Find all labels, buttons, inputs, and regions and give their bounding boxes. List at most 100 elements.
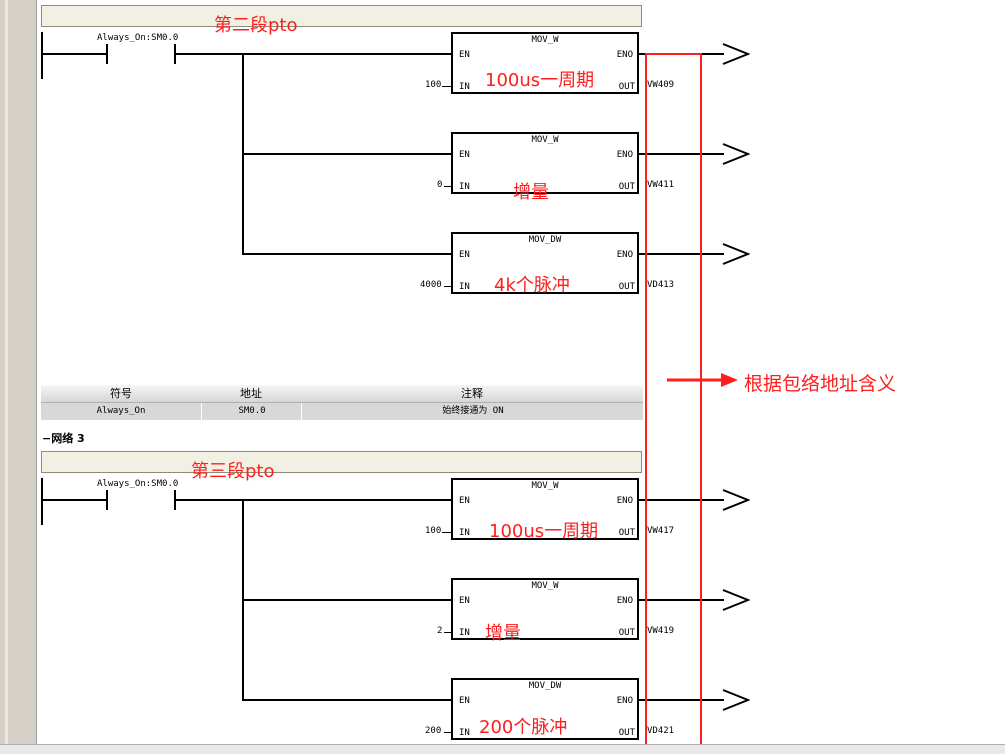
n2-block1-in-value[interactable]: 100 xyxy=(425,80,442,90)
collapse-toggle-icon[interactable]: − xyxy=(42,432,52,445)
n2-block1-out-value[interactable]: VW409 xyxy=(647,80,675,90)
n2-mov-w-block-2[interactable]: MOV_W EN IN ENO OUT xyxy=(451,132,639,194)
n3-output-arrow-icon xyxy=(722,689,750,711)
n2-contact-label: Always_On:SM0.0 xyxy=(97,33,179,43)
n3-in-stub xyxy=(444,732,451,733)
gutter-strip xyxy=(5,0,8,753)
en-pin: EN xyxy=(459,150,470,160)
in-pin: IN xyxy=(459,528,470,538)
network3-title: 网络 3 xyxy=(51,432,85,445)
in-pin: IN xyxy=(459,728,470,738)
block-title: MOV_DW xyxy=(528,235,562,245)
n3-wire xyxy=(242,599,451,601)
n2-block3-annotation: 4k个脉冲 xyxy=(494,275,570,296)
annotation-arrow-icon xyxy=(667,373,738,387)
out-pin: OUT xyxy=(618,82,635,92)
n2-block3-out-value[interactable]: VD413 xyxy=(647,280,675,290)
n2-block2-in-value[interactable]: 0 xyxy=(437,180,443,190)
header-symbol: 符号 xyxy=(110,387,132,400)
n3-wire xyxy=(41,499,108,501)
n3-block2-annotation: 增量 xyxy=(485,623,521,644)
n3-mov-dw-block-3[interactable]: MOV_DW EN IN ENO OUT xyxy=(451,678,639,740)
out-pin: OUT xyxy=(618,282,635,292)
n3-eno-wire xyxy=(639,499,724,501)
n3-block2-out-value[interactable]: VW419 xyxy=(647,626,675,636)
en-pin: EN xyxy=(459,250,470,260)
n2-wire xyxy=(41,53,108,55)
n3-in-stub xyxy=(442,532,451,533)
n2-contact-right[interactable] xyxy=(174,44,176,64)
n3-in-stub xyxy=(444,632,451,633)
en-pin: EN xyxy=(459,696,470,706)
symbol-table: 符号 地址 注释 Always_On SM0.0 始终接通为 ON xyxy=(41,385,643,421)
row-address: SM0.0 xyxy=(201,403,302,420)
symbol-table-header: 符号 地址 注释 xyxy=(41,385,643,403)
highlight-rectangle xyxy=(645,53,702,747)
n3-contact-left[interactable] xyxy=(106,490,108,510)
block-title: MOV_DW xyxy=(528,681,562,691)
en-pin: EN xyxy=(459,596,470,606)
eno-pin: ENO xyxy=(616,596,633,606)
eno-pin: ENO xyxy=(616,696,633,706)
eno-pin: ENO xyxy=(616,496,633,506)
en-pin: EN xyxy=(459,50,470,60)
n2-mov-dw-block-3[interactable]: MOV_DW EN IN ENO OUT xyxy=(451,232,639,294)
n3-mov-w-block-2[interactable]: MOV_W EN IN ENO OUT xyxy=(451,578,639,640)
n2-in-stub xyxy=(444,286,451,287)
n3-eno-wire xyxy=(639,599,724,601)
network3-annotation-title: 第三段pto xyxy=(191,461,275,482)
n3-block1-in-value[interactable]: 100 xyxy=(425,526,442,536)
n3-output-arrow-icon xyxy=(722,589,750,611)
n3-block1-annotation: 100us一周期 xyxy=(489,521,599,542)
n3-mov-w-block-1[interactable]: MOV_W EN IN ENO OUT xyxy=(451,478,639,540)
eno-pin: ENO xyxy=(616,50,633,60)
symbol-table-row[interactable]: Always_On SM0.0 始终接通为 ON xyxy=(41,403,643,420)
network2-comment-box[interactable] xyxy=(41,5,642,27)
n2-block3-in-value[interactable]: 4000 xyxy=(420,280,442,290)
n3-output-arrow-icon xyxy=(722,489,750,511)
out-pin: OUT xyxy=(618,628,635,638)
n3-block1-out-value[interactable]: VW417 xyxy=(647,526,675,536)
in-pin: IN xyxy=(459,82,470,92)
n2-eno-wire xyxy=(639,153,724,155)
en-pin: EN xyxy=(459,496,470,506)
header-comment: 注释 xyxy=(461,387,483,400)
n2-mov-w-block-1[interactable]: MOV_W EN IN ENO OUT xyxy=(451,32,639,94)
n2-contact-left[interactable] xyxy=(106,44,108,64)
n3-contact-right[interactable] xyxy=(174,490,176,510)
n2-wire xyxy=(242,253,451,255)
block-title: MOV_W xyxy=(531,35,559,45)
block-title: MOV_W xyxy=(531,581,559,591)
left-gutter xyxy=(0,0,37,753)
n3-wire xyxy=(176,499,451,501)
horizontal-scrollbar[interactable] xyxy=(0,744,1005,754)
side-annotation: 根据包络地址含义 xyxy=(744,373,897,395)
n3-block3-out-value[interactable]: VD421 xyxy=(647,726,675,736)
n2-in-stub xyxy=(442,86,451,87)
block-title: MOV_W xyxy=(531,135,559,145)
header-address: 地址 xyxy=(240,387,262,400)
n3-block3-in-value[interactable]: 200 xyxy=(425,726,442,736)
row-comment: 始终接通为 ON xyxy=(301,403,644,420)
network3-comment-box[interactable] xyxy=(41,451,642,473)
n3-power-rail xyxy=(41,478,43,525)
n3-block2-in-value[interactable]: 2 xyxy=(437,626,443,636)
network2-annotation-title: 第二段pto xyxy=(214,15,298,36)
n3-eno-wire xyxy=(639,699,724,701)
block-title: MOV_W xyxy=(531,481,559,491)
in-pin: IN xyxy=(459,628,470,638)
n2-eno-wire xyxy=(639,253,724,255)
n2-power-rail xyxy=(41,32,43,79)
n2-output-arrow-icon xyxy=(722,143,750,165)
n3-wire xyxy=(242,699,451,701)
network3-label[interactable]: −网络 3 xyxy=(42,430,85,446)
n2-block2-out-value[interactable]: VW411 xyxy=(647,180,675,190)
n2-wire xyxy=(176,53,451,55)
eno-pin: ENO xyxy=(616,150,633,160)
eno-pin: ENO xyxy=(616,250,633,260)
n2-in-stub xyxy=(444,186,451,187)
n2-output-arrow-icon xyxy=(722,243,750,265)
n3-block3-annotation: 200个脉冲 xyxy=(479,717,568,738)
in-pin: IN xyxy=(459,182,470,192)
n2-block2-annotation: 增量 xyxy=(513,182,549,203)
